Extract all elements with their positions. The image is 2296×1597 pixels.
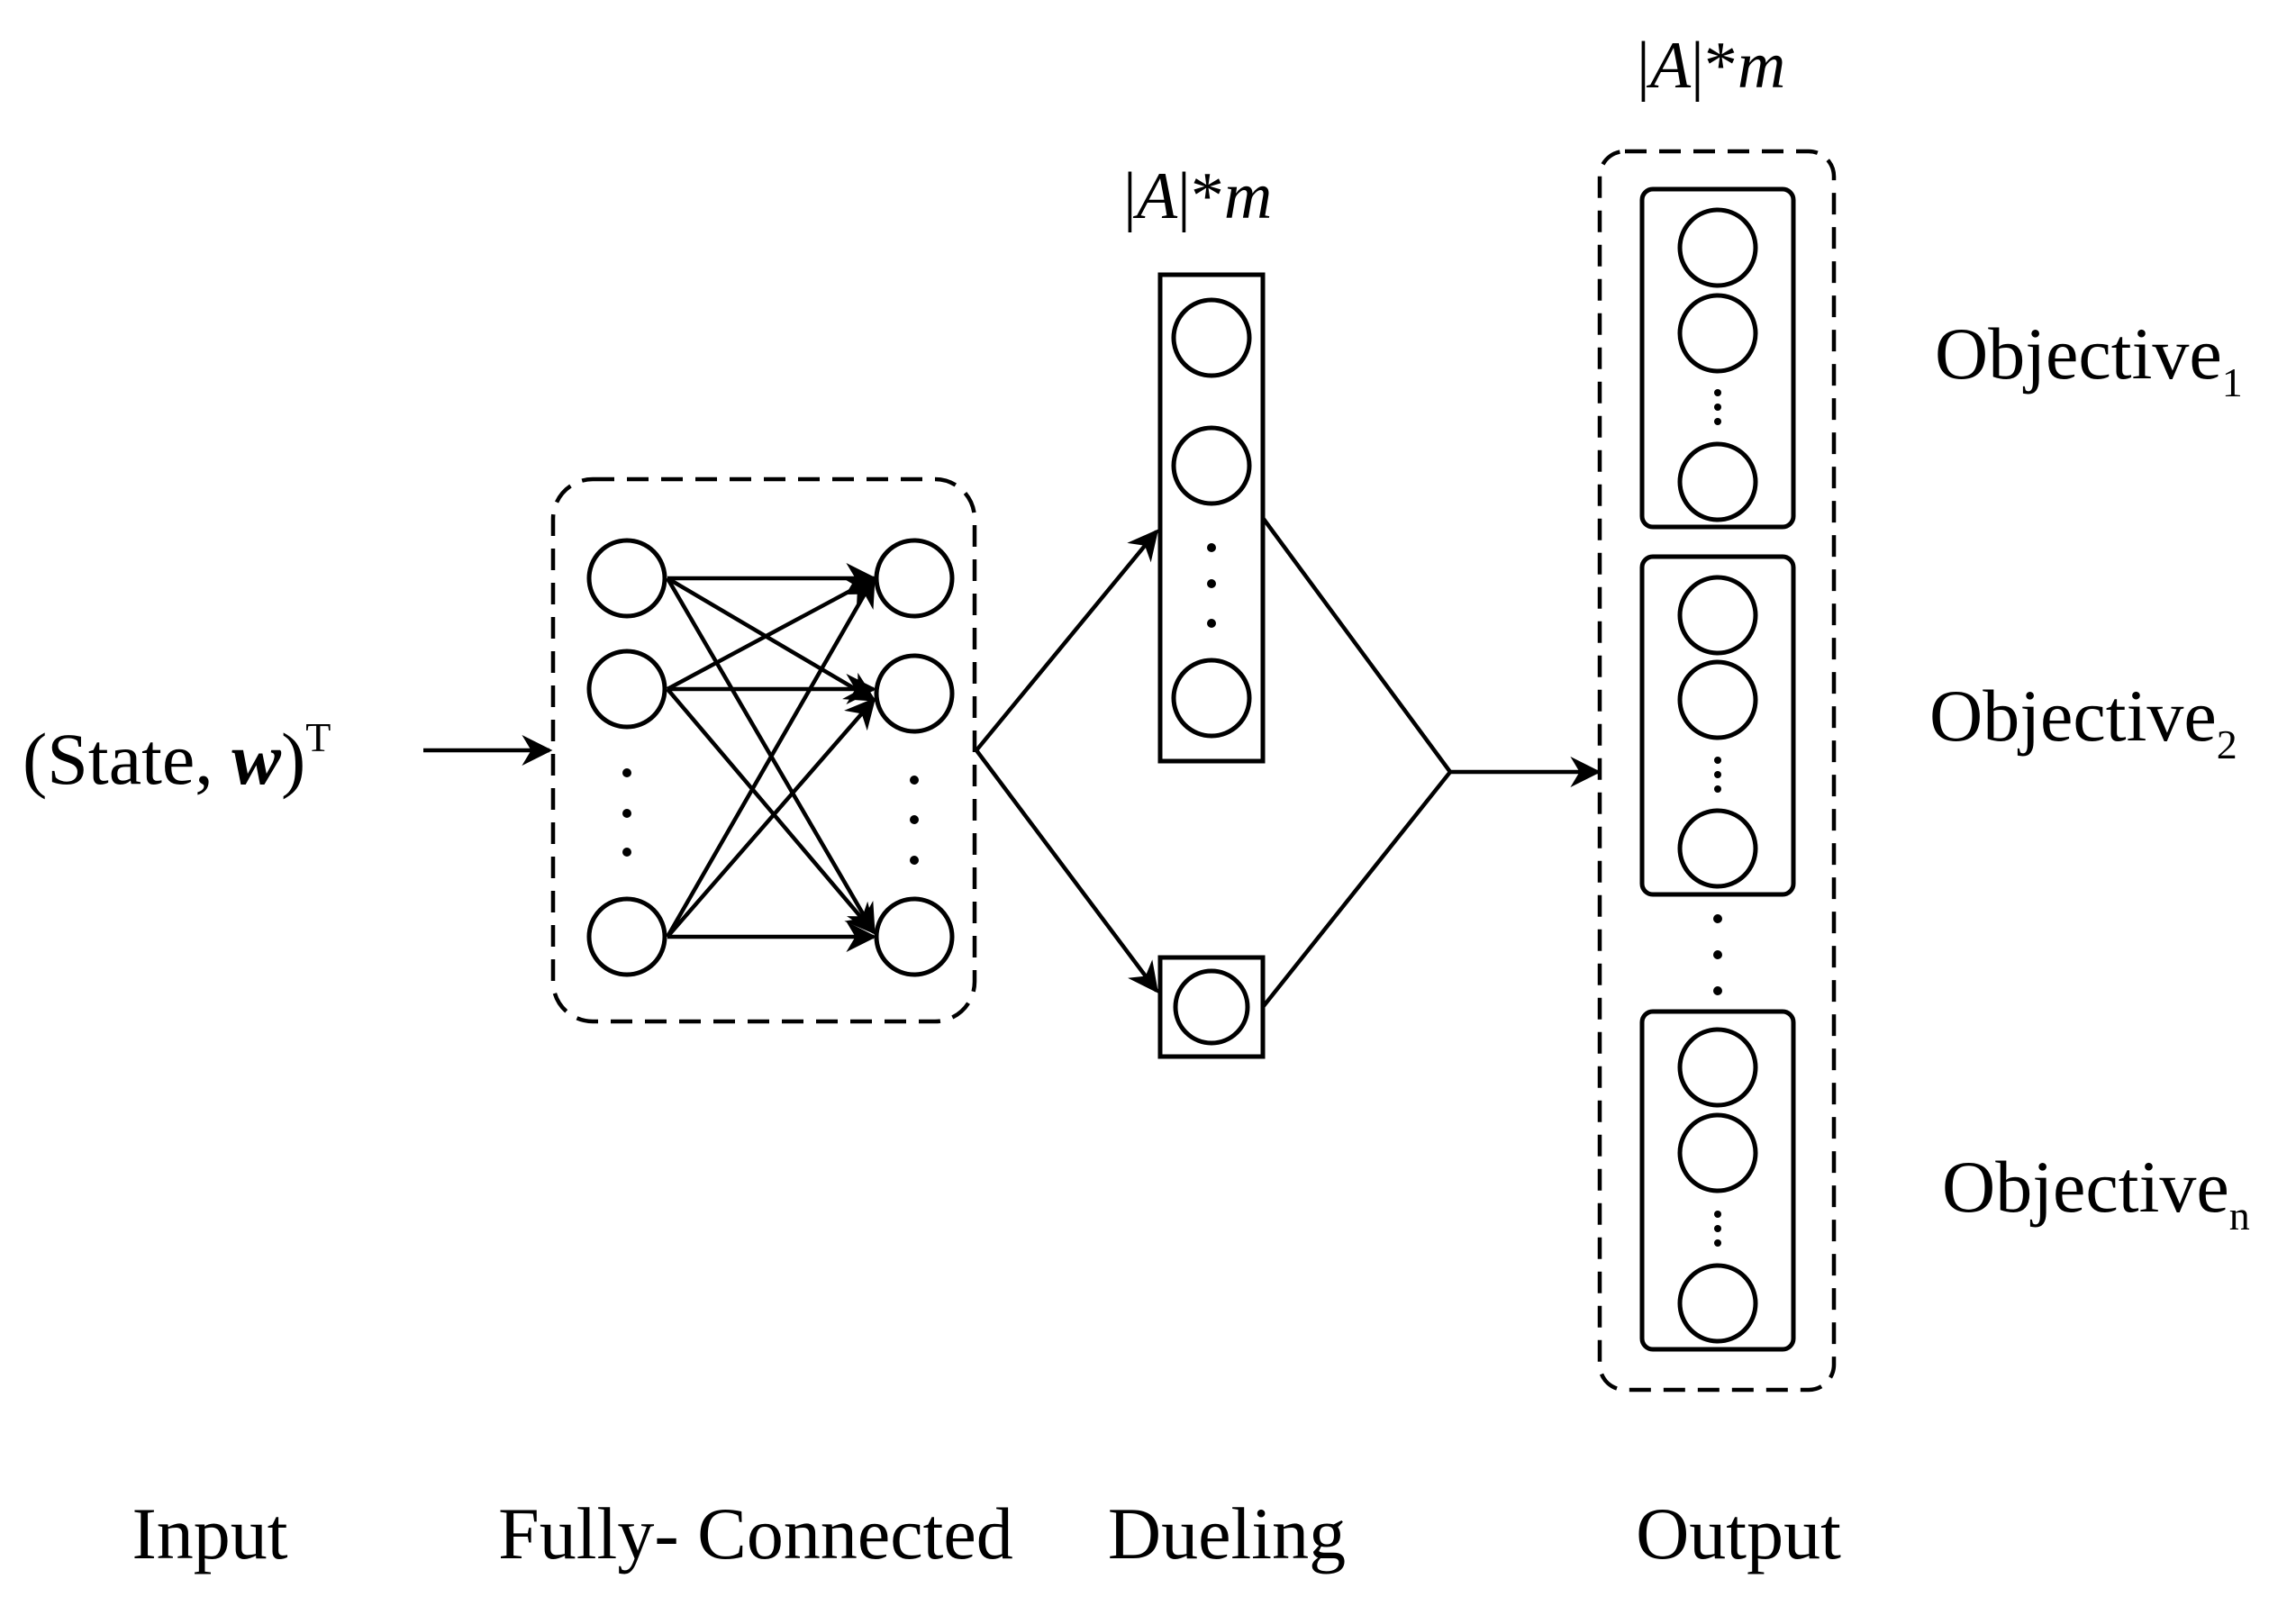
input-label-w: w	[231, 718, 281, 800]
objective-group-2	[1639, 554, 1796, 897]
fc-right-node	[874, 896, 955, 977]
objective-n-node	[1677, 1263, 1758, 1344]
advantage-node	[1171, 425, 1252, 506]
advantage-node	[1171, 297, 1252, 378]
advantage-node	[1171, 658, 1252, 739]
fc-left-node	[586, 649, 667, 730]
objective-n-node	[1677, 1112, 1758, 1193]
objective-n-node	[1677, 1027, 1758, 1108]
objective-label-1: Objective1	[1935, 313, 2243, 405]
fully-connected-block	[550, 476, 977, 1024]
input-label-superscript: T	[305, 714, 331, 760]
merge-line-upper	[1261, 516, 1452, 774]
objective-label-n: Objectiven	[1942, 1146, 2250, 1239]
objective-group-n	[1639, 1009, 1796, 1352]
objective-2-node	[1677, 659, 1758, 740]
fc-left-node	[586, 538, 667, 619]
objective-group-1	[1639, 186, 1796, 530]
split-arrow-upper	[975, 529, 1159, 752]
input-label-close: )	[281, 718, 305, 800]
objective-1-node	[1677, 441, 1758, 522]
value-node	[1173, 968, 1250, 1046]
input-label: (State, w)T	[23, 714, 331, 800]
objective-label-2: Objective2	[1929, 675, 2237, 767]
fully-connected-edges	[666, 563, 877, 952]
objective-1-node	[1677, 293, 1758, 374]
fully-connected-right-nodes	[874, 538, 955, 977]
objective-1-node	[1677, 207, 1758, 288]
fc-right-node	[874, 538, 955, 619]
dueling-size-label: |A|*m	[1123, 159, 1272, 233]
caption-input: Input	[132, 1493, 287, 1574]
output-block	[1597, 149, 1837, 1393]
fc-left-node	[586, 896, 667, 977]
split-arrow-lower	[975, 749, 1159, 994]
merge-line-lower	[1261, 770, 1452, 1009]
caption-dueling: Dueling	[1108, 1493, 1346, 1574]
fc-right-node	[874, 653, 955, 734]
objective-2-node	[1677, 575, 1758, 656]
fully-connected-left-nodes	[586, 538, 667, 977]
caption-output: Output	[1636, 1493, 1841, 1574]
output-size-label: |A|*m	[1637, 29, 1785, 103]
caption-fully-connected: Fully- Connected	[498, 1493, 1013, 1574]
objective-2-node	[1677, 808, 1758, 889]
input-label-open: (State,	[23, 718, 231, 800]
